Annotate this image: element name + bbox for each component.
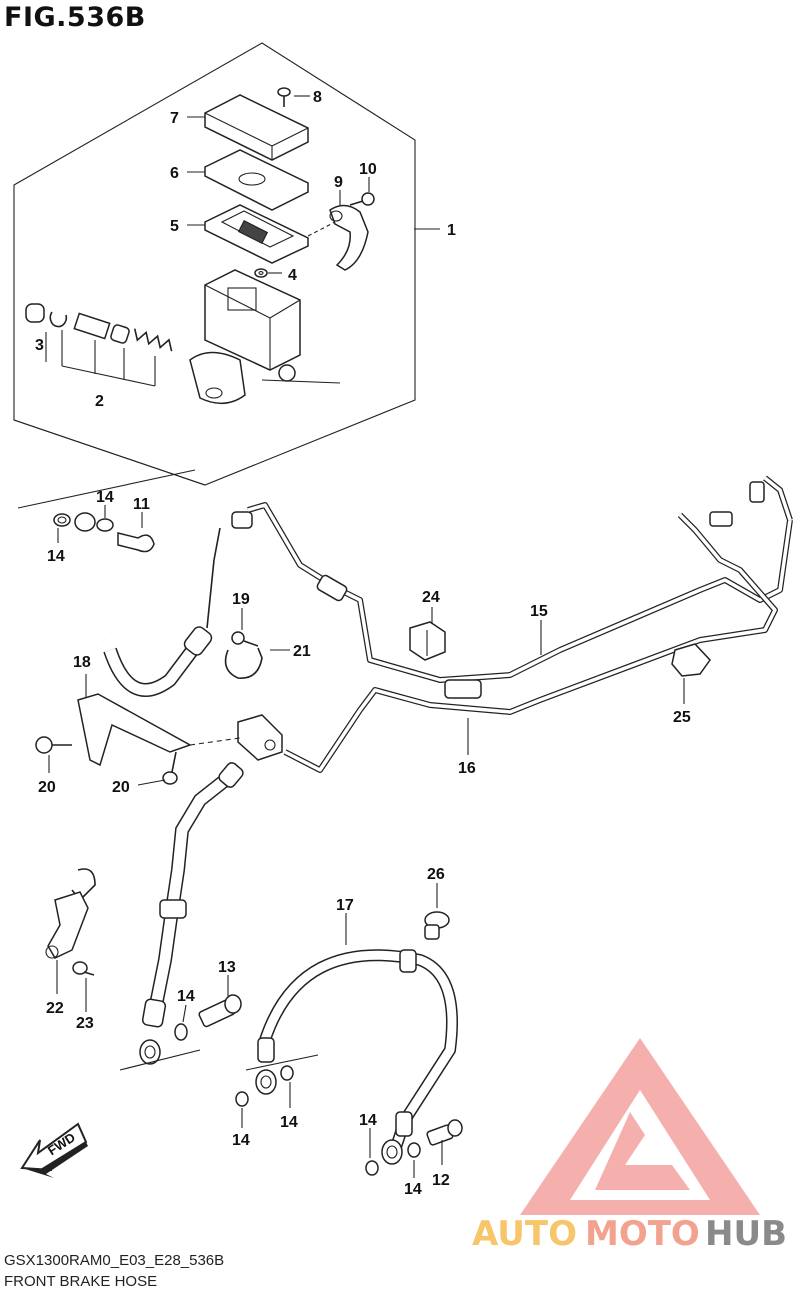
callout-12: 12 — [432, 1172, 450, 1189]
washer-14-a — [174, 1023, 188, 1041]
watermark-word-moto: MOTO — [585, 1214, 700, 1254]
callout-1: 1 — [447, 222, 456, 239]
callout-18: 18 — [73, 654, 91, 671]
watermark-logo — [520, 1038, 760, 1215]
callout-8: 8 — [313, 89, 322, 106]
brake-pipe-16 — [283, 511, 778, 773]
callout-9: 9 — [334, 174, 343, 191]
washer-14-e — [407, 1142, 421, 1158]
callout-4: 4 — [288, 267, 297, 284]
callout-7: 7 — [170, 110, 179, 127]
banjo-bolt-13 — [198, 994, 242, 1028]
washer-14-c — [280, 1065, 294, 1081]
brake-pipe-15 — [247, 475, 793, 699]
callout-16: 16 — [458, 760, 476, 777]
callout-14-lower-a: 14 — [232, 1132, 250, 1149]
brake-hose-17 — [245, 949, 458, 1165]
leader-lines — [48, 95, 685, 1178]
banjo-bolt-12 — [426, 1119, 463, 1146]
clamp-24 — [409, 621, 446, 661]
watermark-word-auto: AUTO — [472, 1214, 577, 1254]
figure-title: FIG.536B — [4, 2, 146, 33]
callout-11: 11 — [133, 496, 150, 513]
bolt-10 — [349, 192, 375, 206]
watermark-word-hub: HUB — [705, 1214, 787, 1254]
leader-box-lower — [17, 469, 196, 509]
callout-20-left: 20 — [38, 779, 56, 796]
diaphragm-plate — [204, 149, 309, 211]
bolt-20-lower — [162, 751, 178, 785]
callout-17: 17 — [336, 897, 354, 914]
bolt-19 — [231, 631, 259, 647]
callout-14-mid: 14 — [177, 988, 195, 1005]
lower-brake-hose-left — [119, 762, 244, 1071]
callout-14-lower-d: 14 — [404, 1181, 422, 1198]
callout-21: 21 — [293, 643, 311, 660]
pipe-joint — [237, 714, 283, 761]
callout-24: 24 — [422, 589, 440, 606]
fwd-arrow-icon — [20, 1122, 88, 1178]
section-name: FRONT BRAKE HOSE — [4, 1273, 158, 1290]
callout-5: 5 — [170, 218, 179, 235]
callout-2: 2 — [95, 393, 104, 410]
callout-14-upper-left: 14 — [47, 548, 65, 565]
clamp-25 — [671, 643, 711, 677]
callout-23: 23 — [76, 1015, 94, 1032]
bolt-23 — [72, 961, 95, 976]
callout-14-lower-c: 14 — [359, 1112, 377, 1129]
diaphragm — [204, 204, 309, 264]
screw-4 — [254, 268, 268, 278]
bolt-20-left — [35, 736, 72, 754]
piston-kit — [25, 303, 173, 387]
screw-8 — [277, 87, 291, 107]
bracket-18 — [77, 693, 241, 767]
callout-19: 19 — [232, 591, 250, 608]
callout-14-upper-right: 14 — [96, 489, 114, 506]
holder-clamp — [329, 204, 369, 271]
master-cylinder-body — [189, 269, 341, 404]
callout-22: 22 — [46, 1000, 64, 1017]
bracket-22 — [45, 868, 96, 959]
clamp-21 — [224, 647, 263, 679]
callout-6: 6 — [170, 165, 179, 182]
callout-14-lower-b: 14 — [280, 1114, 298, 1131]
upper-banjo-fitting — [53, 512, 155, 553]
callout-20-lower: 20 — [112, 779, 130, 796]
clamp-26 — [424, 911, 450, 940]
washer-14-d — [365, 1160, 379, 1176]
upper-brake-hose — [72, 511, 253, 697]
callout-3: 3 — [35, 337, 44, 354]
washer-14-b — [235, 1091, 249, 1107]
callout-26: 26 — [427, 866, 445, 883]
model-code: GSX1300RAM0_E03_E28_536B — [4, 1252, 225, 1269]
callout-25: 25 — [673, 709, 691, 726]
callout-13: 13 — [218, 959, 236, 976]
callout-15: 15 — [530, 603, 548, 620]
reservoir-cap — [204, 94, 309, 161]
callout-10: 10 — [359, 161, 377, 178]
